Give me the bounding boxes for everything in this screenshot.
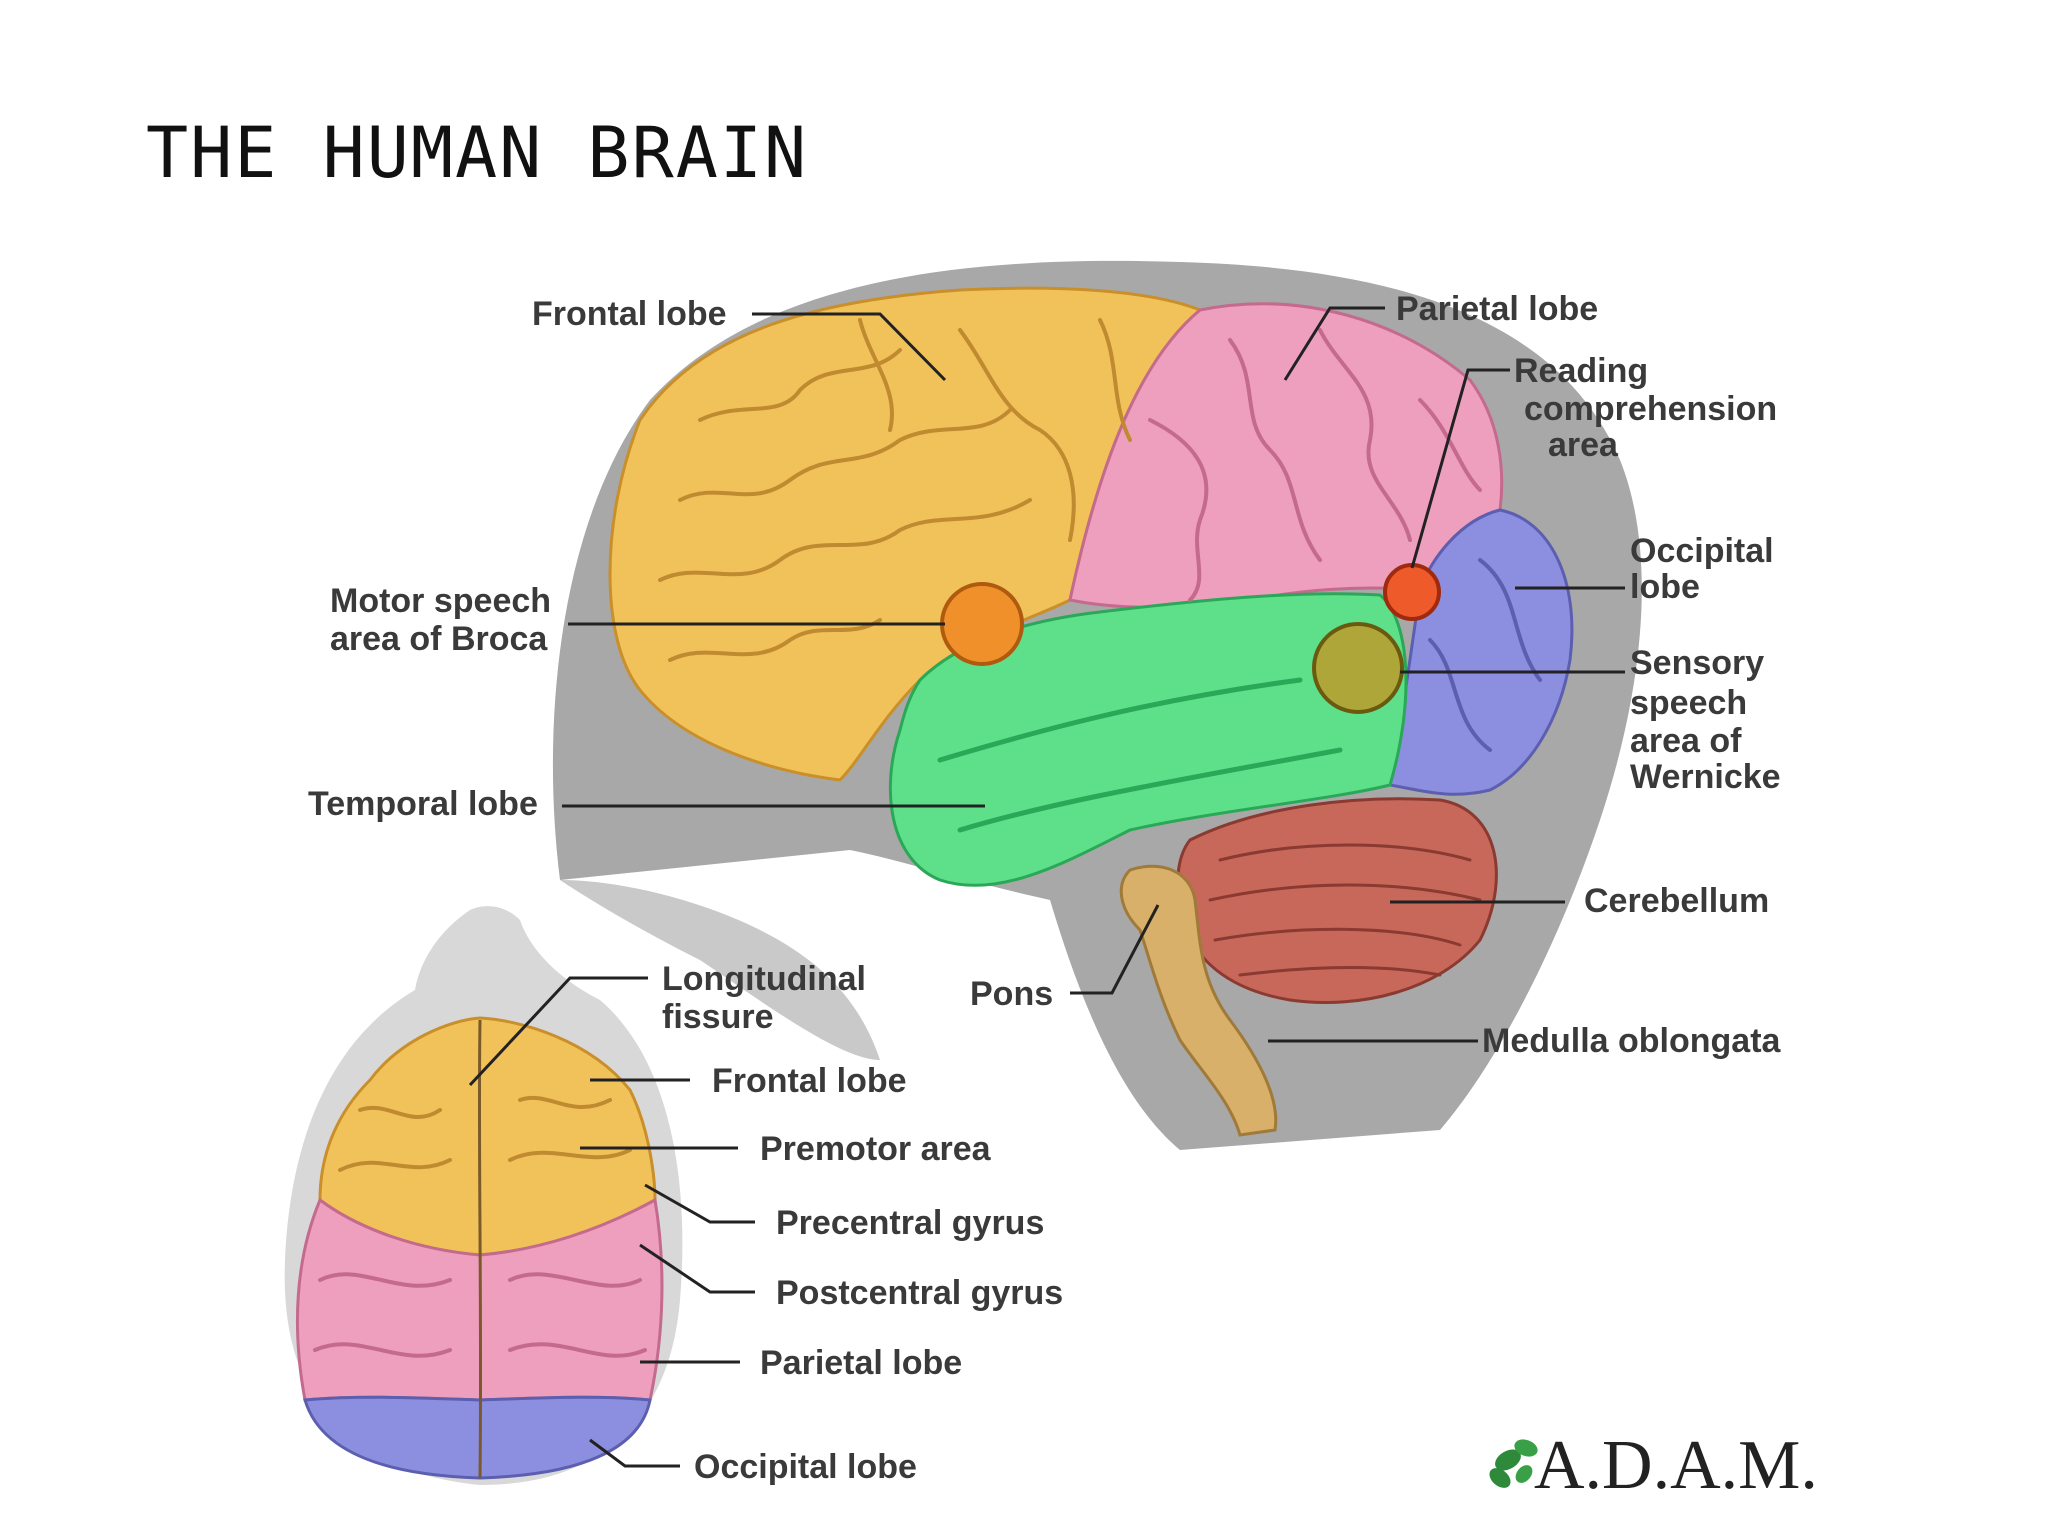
top-frontal-gyri xyxy=(338,1095,632,1172)
label-precentral-gyrus: Precentral gyrus xyxy=(776,1204,1044,1242)
adam-logo-text: A.D.A.M. xyxy=(1534,1427,1818,1504)
label-cerebellum: Cerebellum xyxy=(1584,882,1769,920)
face-profile xyxy=(560,880,880,1060)
frontal-lobe xyxy=(608,286,1203,782)
top-labels: Longitudinal fissure Frontal lobe Premot… xyxy=(662,960,1063,1486)
label-reading-comprehension-line1: Reading xyxy=(1514,352,1648,390)
label-wernicke-line2: speech xyxy=(1630,684,1747,722)
adam-leaf-icon xyxy=(1489,1439,1538,1488)
label-reading-comprehension-line2: comprehension xyxy=(1524,390,1777,428)
lateral-brain-view xyxy=(552,260,1642,1150)
leader-parietal-lobe xyxy=(1283,306,1385,381)
label-reading-comprehension-line3: area xyxy=(1548,426,1619,464)
leader-longitudinal-fissure xyxy=(468,976,648,1087)
leader-top-occipital-lobe xyxy=(589,1438,680,1468)
label-pons: Pons xyxy=(970,975,1053,1013)
label-temporal-lobe: Temporal lobe xyxy=(308,785,538,823)
lateral-labels: Frontal lobe Parietal lobe Reading compr… xyxy=(308,290,1782,1060)
label-occipital-lobe-line1: Occipital xyxy=(1630,532,1774,570)
label-broca-line1: Motor speech xyxy=(330,582,551,620)
label-frontal-lobe: Frontal lobe xyxy=(532,295,727,333)
reading-comprehension-spot xyxy=(1383,563,1441,621)
label-medulla-oblongata: Medulla oblongata xyxy=(1482,1022,1782,1060)
leader-frontal-lobe xyxy=(752,312,947,382)
page-title: THE HUMAN BRAIN xyxy=(146,112,809,194)
leader-postcentral-gyrus xyxy=(639,1243,755,1294)
frontal-gyri xyxy=(658,318,1132,662)
label-occipital-lobe-line2: lobe xyxy=(1630,568,1700,606)
label-parietal-lobe: Parietal lobe xyxy=(1396,290,1598,328)
leader-precentral-gyrus xyxy=(644,1183,755,1224)
leader-reading-comprehension xyxy=(1410,368,1510,569)
broca-area-spot xyxy=(940,582,1024,666)
label-top-occipital-lobe: Occipital lobe xyxy=(694,1448,917,1486)
label-premotor-area: Premotor area xyxy=(760,1130,992,1168)
label-longitudinal-fissure-line2: fissure xyxy=(662,998,774,1036)
brainstem xyxy=(1119,864,1278,1137)
adam-logo: A.D.A.M. xyxy=(1489,1427,1818,1504)
label-postcentral-gyrus: Postcentral gyrus xyxy=(776,1274,1063,1312)
occipital-gyri xyxy=(1428,558,1542,752)
top-parietal-gyri xyxy=(313,1272,647,1358)
label-broca-line2: area of Broca xyxy=(330,620,548,658)
top-brain-view xyxy=(284,906,683,1485)
label-top-frontal-lobe: Frontal lobe xyxy=(712,1062,907,1100)
cerebellum-folia xyxy=(1208,843,1482,977)
label-wernicke-line4: Wernicke xyxy=(1630,758,1781,796)
top-leader-lines xyxy=(468,976,755,1468)
label-longitudinal-fissure-line1: Longitudinal xyxy=(662,960,866,998)
top-occipital-lobe xyxy=(303,1395,652,1480)
parietal-gyri xyxy=(1148,328,1482,602)
label-wernicke-line3: area of xyxy=(1630,722,1742,760)
label-wernicke-line1: Sensory xyxy=(1630,644,1764,682)
label-top-parietal-lobe: Parietal lobe xyxy=(760,1344,962,1382)
temporal-gyri xyxy=(937,677,1343,833)
wernicke-area-spot xyxy=(1312,622,1404,714)
leader-pons xyxy=(1070,904,1160,995)
top-longitudinal-fissure xyxy=(477,1019,483,1479)
lateral-leader-lines xyxy=(562,306,1625,1043)
